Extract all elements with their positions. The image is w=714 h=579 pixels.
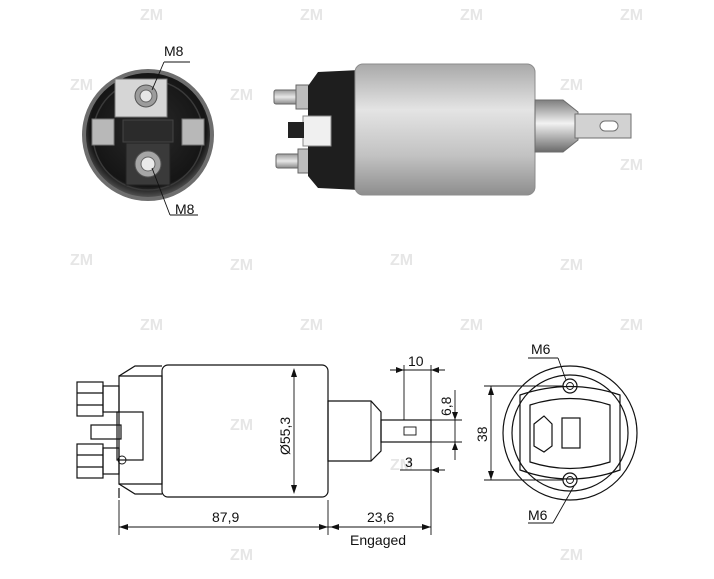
- watermark-mark: ZM: [460, 7, 483, 24]
- watermark-mark: ZM: [620, 7, 643, 24]
- watermark-mark: ZM: [560, 257, 583, 274]
- side-view-photo: [273, 63, 632, 196]
- upper-terminal-stud-icon: [139, 89, 153, 103]
- right-contact-tab: [181, 118, 205, 146]
- drawing-plunger: [327, 400, 382, 462]
- watermark-mark: ZM: [560, 547, 583, 564]
- plunger-housing: [534, 99, 579, 153]
- watermark-mark: ZM: [230, 87, 253, 104]
- watermark-mark: ZM: [230, 257, 253, 274]
- watermark-mark: ZM: [300, 7, 323, 24]
- left-contact-tab: [91, 118, 115, 146]
- front-view-drawing: 38 M6 M6: [474, 341, 638, 524]
- bottom-bolt-hole: [562, 472, 578, 488]
- watermark-mark: ZM: [460, 317, 483, 334]
- tab-height-label: 6,8: [438, 396, 454, 416]
- watermark-mark: ZM: [560, 77, 583, 94]
- solenoid-body: [354, 63, 536, 196]
- body-diameter-label: Ø55,3: [277, 417, 293, 455]
- plunger-travel-label: 23,6: [367, 509, 394, 525]
- watermark-mark: ZM: [140, 7, 163, 24]
- engaged-label: Engaged: [350, 532, 406, 548]
- lower-terminal-label: M8: [175, 201, 195, 217]
- drawing-lower-nut: [76, 443, 104, 479]
- watermark-mark: ZM: [70, 77, 93, 94]
- end-view-photo: M8 M8: [82, 43, 214, 217]
- upper-terminal-label: M8: [164, 43, 184, 59]
- black-cap: [308, 70, 360, 190]
- mounting-distance-label: 38: [474, 426, 490, 442]
- tab-width-label: 10: [408, 353, 424, 369]
- front-inner-circle: [511, 374, 629, 492]
- upper-stud: [273, 89, 299, 105]
- watermark-mark: ZM: [620, 157, 643, 174]
- bottom-bolt-label: M6: [528, 507, 548, 523]
- front-center-slot: [561, 417, 581, 449]
- drawing-plunger-tab: [380, 419, 432, 443]
- lower-terminal-stud-icon: [140, 156, 156, 172]
- watermark-mark: ZM: [390, 252, 413, 269]
- watermark-mark: ZM: [230, 417, 253, 434]
- watermark-mark: ZM: [620, 317, 643, 334]
- watermark-mark: ZM: [140, 317, 163, 334]
- front-outer-circle: [502, 365, 638, 501]
- watermark-mark: ZM: [70, 252, 93, 269]
- lower-stud: [275, 153, 301, 169]
- tab-offset-label: 3: [405, 454, 413, 470]
- top-bolt-label: M6: [531, 341, 551, 357]
- drawing-cap: [118, 375, 163, 485]
- body-length-label: 87,9: [212, 509, 239, 525]
- white-connector: [302, 115, 332, 147]
- watermark-mark: ZM: [300, 317, 323, 334]
- drawing-upper-nut: [76, 381, 104, 417]
- side-view-drawing: Ø55,3 87,9 23,6 Engaged 10 6,8 3: [76, 353, 462, 548]
- watermark-mark: ZM: [230, 547, 253, 564]
